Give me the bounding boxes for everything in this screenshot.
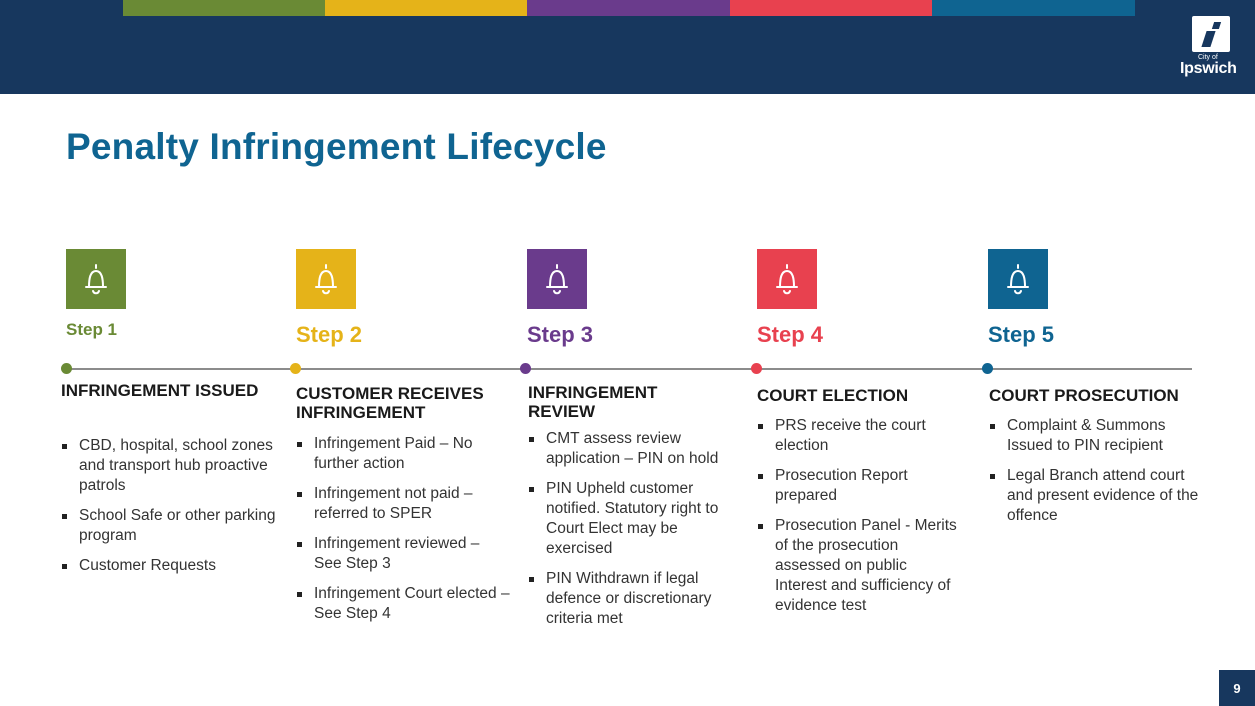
step-5-heading: COURT PROSECUTION xyxy=(989,386,1179,405)
header-bar: City of Ipswich xyxy=(0,0,1255,94)
step-5-column: COURT PROSECUTION Complaint & Summons Is… xyxy=(989,386,1199,536)
list-item: PIN Withdrawn if legal defence or discre… xyxy=(528,569,723,629)
city-of-ipswich-logo: City of Ipswich xyxy=(1178,14,1248,80)
list-item: Complaint & Summons Issued to PIN recipi… xyxy=(989,416,1199,456)
step-3-list: CMT assess review application – PIN on h… xyxy=(528,429,723,629)
bell-icon xyxy=(1007,264,1029,295)
step-3-column: INFRINGEMENT REVIEW CMT assess review ap… xyxy=(528,383,723,639)
list-item: Prosecution Report prepared xyxy=(757,466,962,506)
list-item: Infringement Court elected – See Step 4 xyxy=(296,584,511,624)
step-1-column: INFRINGEMENT ISSUED CBD, hospital, schoo… xyxy=(61,381,276,586)
step-1-label: Step 1 xyxy=(66,320,118,339)
list-item: PRS receive the court election xyxy=(757,416,962,456)
step-5-dot xyxy=(982,363,993,374)
step-4-column: COURT ELECTION PRS receive the court ele… xyxy=(757,386,962,626)
list-item: Infringement reviewed – See Step 3 xyxy=(296,534,511,574)
step-1-icon-box xyxy=(66,249,126,309)
bell-icon xyxy=(546,264,568,295)
step-5-list: Complaint & Summons Issued to PIN recipi… xyxy=(989,416,1199,526)
step-4-label: Step 4 xyxy=(757,322,824,347)
step-1-list: CBD, hospital, school zones and transpor… xyxy=(61,436,276,576)
list-item: Prosecution Panel - Merits of the prosec… xyxy=(757,516,962,616)
step-2-icon-box xyxy=(296,249,356,309)
list-item: Legal Branch attend court and present ev… xyxy=(989,466,1199,526)
list-item: Infringement Paid – No further action xyxy=(296,434,511,474)
step-5-label: Step 5 xyxy=(988,322,1055,347)
page-title: Penalty Infringement Lifecycle xyxy=(66,126,607,167)
step-4-list: PRS receive the court election Prosecuti… xyxy=(757,416,962,616)
list-item: PIN Upheld customer notified. Statutory … xyxy=(528,479,723,559)
logo-small-text: City of xyxy=(1198,54,1218,61)
step-2-list: Infringement Paid – No further action In… xyxy=(296,434,511,624)
step-4-dot xyxy=(751,363,762,374)
list-item: CMT assess review application – PIN on h… xyxy=(528,429,723,469)
list-item: Customer Requests xyxy=(61,556,276,576)
bell-icon xyxy=(315,264,337,295)
header-stripe-3 xyxy=(527,0,730,16)
step-3-dot xyxy=(520,363,531,374)
header-stripe-2 xyxy=(325,0,527,16)
step-4-heading: COURT ELECTION xyxy=(757,386,909,405)
bell-icon xyxy=(85,264,107,295)
step-3-label: Step 3 xyxy=(527,322,594,347)
page-number: 9 xyxy=(1219,670,1255,706)
list-item: School Safe or other parking program xyxy=(61,506,276,546)
step-2-label: Step 2 xyxy=(296,322,363,347)
logo-name: Ipswich xyxy=(1180,60,1237,77)
step-1-dot xyxy=(61,363,72,374)
step-2-column: CUSTOMER RECEIVES INFRINGEMENT Infringem… xyxy=(296,384,511,634)
timeline-line xyxy=(66,368,1192,370)
header-stripe-4 xyxy=(730,0,932,16)
step-2-heading: CUSTOMER RECEIVES INFRINGEMENT xyxy=(296,384,484,422)
step-4-icon-box xyxy=(757,249,817,309)
bell-icon xyxy=(776,264,798,295)
list-item: CBD, hospital, school zones and transpor… xyxy=(61,436,276,496)
header-stripe-5 xyxy=(932,0,1135,16)
step-3-icon-box xyxy=(527,249,587,309)
step-2-dot xyxy=(290,363,301,374)
header-stripe-1 xyxy=(123,0,325,16)
step-1-heading: INFRINGEMENT ISSUED xyxy=(61,381,259,400)
step-5-icon-box xyxy=(988,249,1048,309)
list-item: Infringement not paid – referred to SPER xyxy=(296,484,511,524)
ipswich-logo-icon xyxy=(1192,16,1230,52)
step-3-heading: INFRINGEMENT REVIEW xyxy=(528,383,658,421)
